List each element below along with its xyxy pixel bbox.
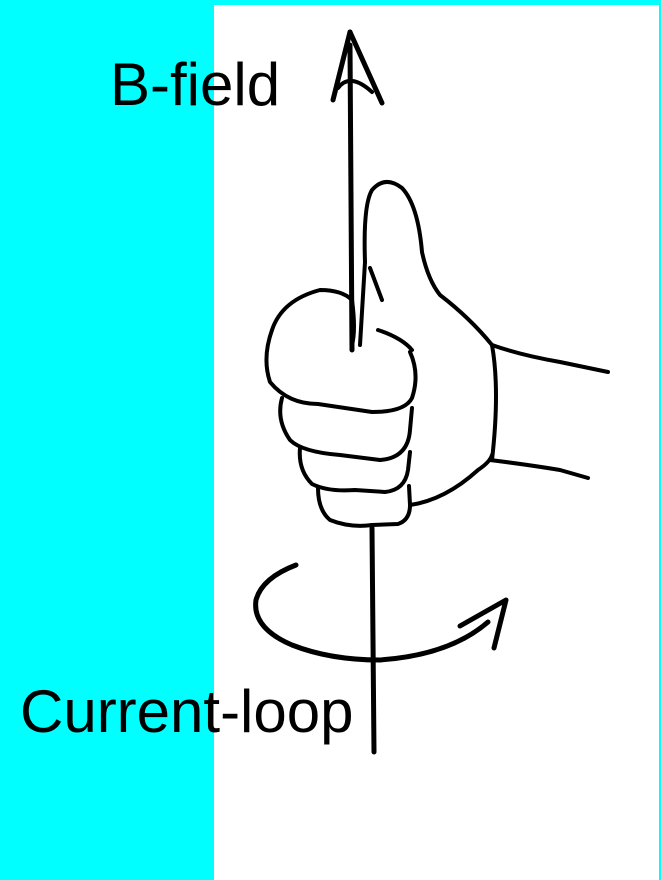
right-hand-fist-icon <box>266 182 608 526</box>
wire-line <box>372 528 374 752</box>
b-field-arrow <box>333 32 382 350</box>
circular-arrow-icon <box>256 565 506 660</box>
b-field-label: B-field <box>110 55 280 115</box>
current-loop-label: Current-loop <box>20 682 354 742</box>
